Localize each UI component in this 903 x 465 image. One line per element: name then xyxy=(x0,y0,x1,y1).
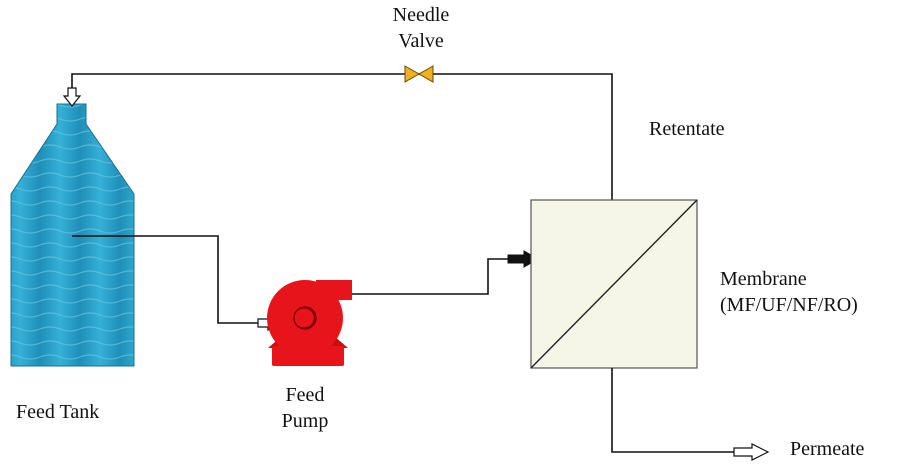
tank-inlet-arrow-icon xyxy=(62,87,82,107)
centrifugal-pump-icon xyxy=(267,280,352,366)
needle-valve-label-line2: Valve xyxy=(398,30,444,52)
discharge-line xyxy=(352,258,512,295)
permeate-outlet-arrow-icon xyxy=(733,443,770,461)
permeate-line xyxy=(611,368,736,453)
membrane-label-line2: (MF/UF/NF/RO) xyxy=(720,294,858,316)
membrane-label-line1: Membrane xyxy=(720,268,807,290)
feed-pump-label-line2: Pump xyxy=(281,410,329,432)
feed-tank-label: Feed Tank xyxy=(16,401,100,423)
permeate-label: Permeate xyxy=(790,438,865,460)
suction-line xyxy=(72,235,262,324)
retentate-label: Retentate xyxy=(649,118,725,140)
membrane-label: Membrane (MF/UF/NF/RO) xyxy=(720,266,858,318)
membrane-module-icon xyxy=(530,199,698,369)
retentate-return-line xyxy=(71,73,613,200)
needle-valve-icon xyxy=(404,65,434,83)
needle-valve-label-line1: Needle xyxy=(392,4,450,26)
feed-pump-label-line1: Feed xyxy=(285,384,325,406)
feed-pump-label: Feed Pump xyxy=(262,382,348,434)
feed-tank-icon xyxy=(10,103,135,367)
needle-valve-label: Needle Valve xyxy=(378,2,464,54)
